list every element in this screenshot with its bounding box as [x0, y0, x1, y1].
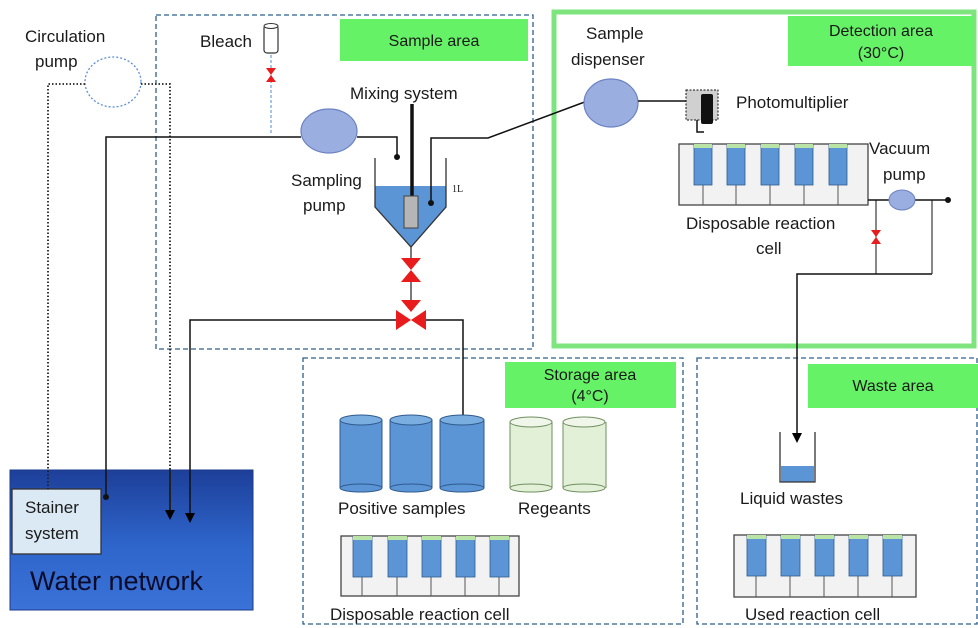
storage-area-title-line1: Storage area	[544, 367, 637, 384]
detection-area-title-line2: (30°C)	[858, 45, 904, 62]
tank-outlet-valve	[401, 258, 421, 282]
probe-tip	[428, 200, 434, 206]
pump-to-tank-line	[357, 136, 398, 157]
positive-samples-label: Positive samples	[338, 499, 466, 518]
circulation-pump-label-line1: Circulation	[25, 27, 105, 46]
vacuum-pump	[888, 189, 916, 211]
stainer-system-label-line2: system	[25, 524, 79, 543]
sample-dispenser	[583, 78, 639, 128]
liquid-waste-container	[779, 432, 816, 483]
positive-sample-cylinders	[339, 414, 485, 493]
photomultiplier-icon	[685, 89, 719, 133]
stainer-system-box	[11, 488, 102, 555]
vacuum-end-dot	[945, 197, 951, 203]
to-storage-line	[426, 319, 464, 410]
waste-area-label-box	[808, 364, 978, 408]
waste-area-frame	[696, 357, 978, 625]
disposable-reaction-cell-label-line1: Disposable reaction	[686, 214, 835, 233]
used-reaction-cell	[733, 534, 917, 598]
detection-reaction-cell	[678, 143, 869, 206]
circulation-pump-label-line2: pump	[35, 52, 78, 71]
regeants-label: Regeants	[518, 499, 591, 518]
sampling-pump	[300, 108, 358, 154]
circulation-line-left	[47, 83, 85, 490]
vacuum-pump-label-line2: pump	[883, 165, 926, 184]
bleach-bottle-top	[263, 23, 279, 29]
mixing-system-label: Mixing system	[350, 84, 458, 103]
detection-area-title-line1: Detection area	[829, 23, 933, 40]
tank-volume-label: 1L	[452, 184, 463, 195]
return-to-network-line	[189, 319, 396, 505]
sample-area-frame	[155, 14, 534, 350]
storage-area-title-line2: (4°C)	[571, 388, 609, 405]
sampling-pump-label-line2: pump	[303, 196, 346, 215]
sample-dispenser-label-line1: Sample	[586, 24, 644, 43]
liquid-wastes-label: Liquid wastes	[740, 489, 843, 508]
pump-outlet-dot	[394, 154, 400, 160]
detection-area-frame	[551, 9, 977, 349]
dispenser-probe-line	[430, 99, 591, 203]
waste-area-title: Waste area	[852, 378, 933, 395]
storage-reaction-cell-label: Disposable reaction cell	[330, 605, 510, 624]
photomultiplier-label: Photomultiplier	[736, 93, 849, 112]
stainer-junction	[103, 494, 109, 500]
sampling-pump-label-line1: Sampling	[291, 171, 362, 190]
storage-area-frame	[302, 357, 684, 625]
circulation-line-right	[141, 83, 171, 470]
water-network-label: Water network	[30, 566, 204, 596]
sample-dispenser-label-line2: dispenser	[571, 50, 645, 69]
sample-area-label-box	[340, 19, 528, 61]
storage-reaction-cell	[340, 535, 520, 597]
vacuum-valve	[871, 230, 881, 244]
storage-area-label-box	[505, 362, 676, 408]
bleach-label: Bleach	[200, 32, 252, 51]
sampling-intake-line	[105, 136, 301, 497]
three-way-valve	[396, 300, 426, 330]
waste-drain-line	[796, 273, 932, 425]
bleach-bottle	[263, 24, 279, 54]
detection-area-label-box	[788, 16, 974, 66]
circulation-pump	[84, 56, 142, 108]
sample-area-title: Sample area	[389, 33, 480, 50]
stainer-system-label-line1: Stainer	[25, 498, 79, 517]
mixer-paddle	[403, 195, 419, 229]
regeant-cylinders	[509, 416, 607, 493]
vacuum-pump-label-line1: Vacuum	[869, 139, 930, 158]
disposable-reaction-cell-label-line2: cell	[756, 239, 782, 258]
bleach-valve	[266, 68, 276, 82]
used-reaction-cell-label: Used reaction cell	[745, 605, 880, 624]
